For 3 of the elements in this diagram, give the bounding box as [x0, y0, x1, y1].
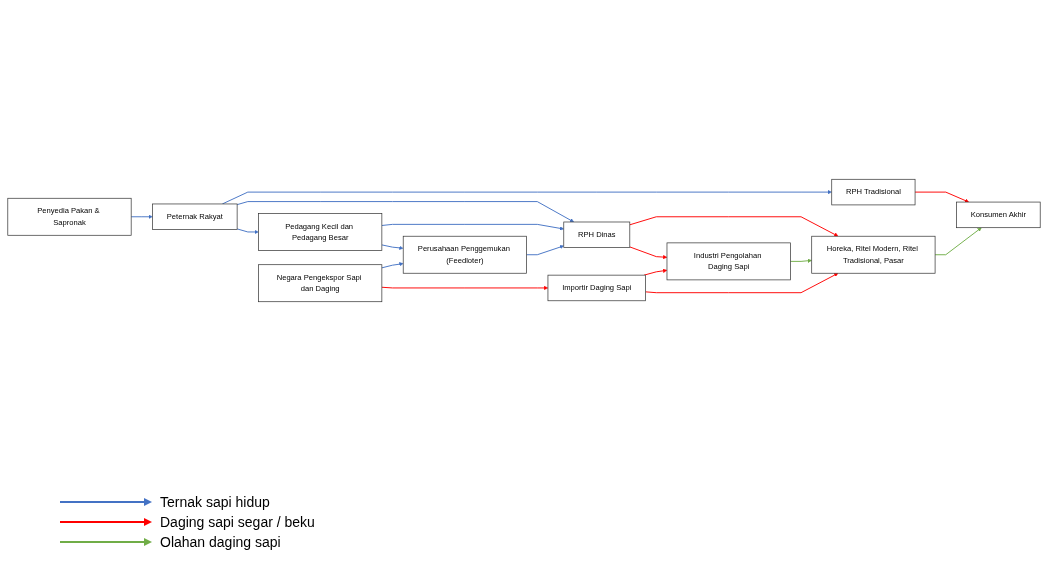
legend-text: Olahan daging sapi [160, 534, 281, 550]
legend-text: Ternak sapi hidup [160, 494, 270, 510]
legend-text: Daging sapi segar / beku [160, 514, 315, 530]
